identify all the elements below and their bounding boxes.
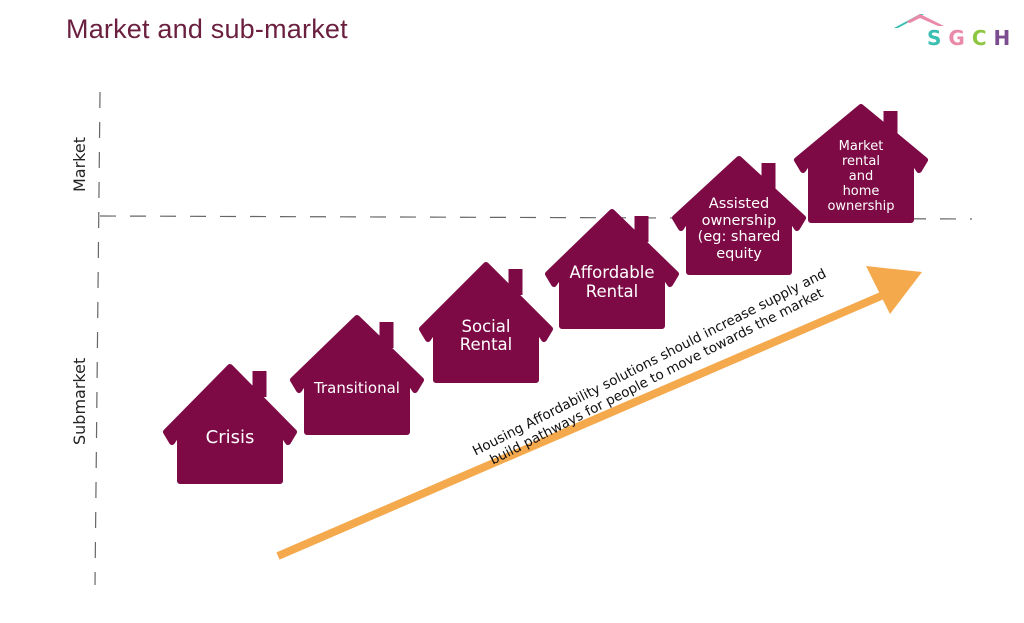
house-label-1: Crisis xyxy=(205,426,255,448)
logo-roof-pink xyxy=(906,14,944,26)
house-shape xyxy=(163,364,297,484)
house-shape xyxy=(794,104,928,223)
logo-text: SGCH xyxy=(927,26,1017,50)
progress-arrow xyxy=(276,266,922,560)
house-label-4: Affordable Rental xyxy=(569,263,655,301)
logo-letter-g: G xyxy=(948,26,972,50)
house-5 xyxy=(672,156,806,275)
vertical-axis xyxy=(94,91,101,586)
logo-letter-h: H xyxy=(993,26,1018,50)
page-title: Market and sub-market xyxy=(66,14,348,44)
axis-label-market: Market xyxy=(70,137,89,192)
house-label-3: Social Rental xyxy=(459,316,513,355)
axis-label-submarket: Submarket xyxy=(70,357,89,445)
house-shape xyxy=(545,209,679,329)
house-2 xyxy=(290,315,424,435)
house-label-2: Transitional xyxy=(314,379,400,398)
sgch-logo xyxy=(894,14,944,28)
house-shape xyxy=(672,156,806,275)
house-1 xyxy=(163,364,297,484)
house-3 xyxy=(419,262,553,383)
house-label-6: Market rental and home ownership xyxy=(827,139,895,214)
logo-letter-s: S xyxy=(927,26,949,50)
house-shape xyxy=(419,262,553,383)
logo-letter-c: C xyxy=(971,26,994,50)
house-label-5: Assisted ownership (eg: shared equity xyxy=(697,196,781,263)
house-4 xyxy=(545,209,679,329)
house-shape xyxy=(290,315,424,435)
house-6 xyxy=(794,104,928,223)
